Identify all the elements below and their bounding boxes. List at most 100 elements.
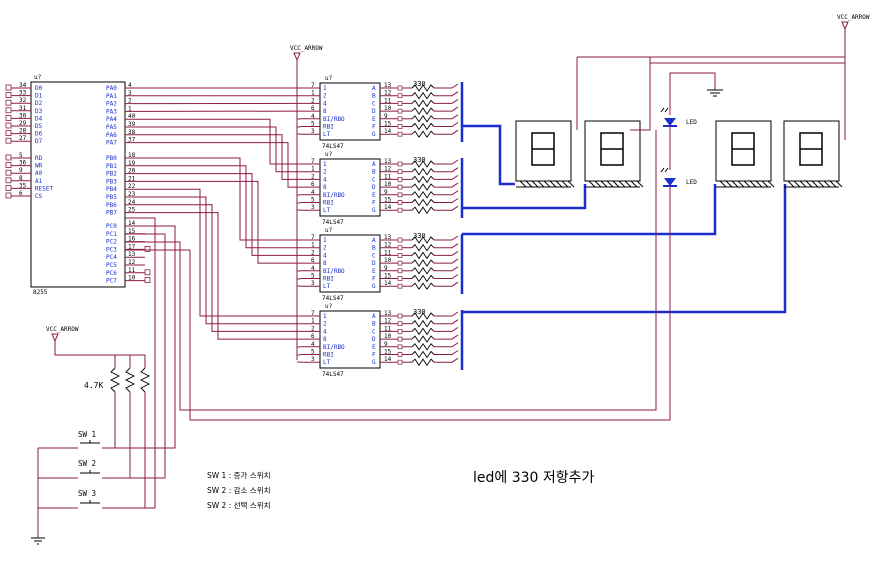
pin-terminal	[5, 162, 12, 169]
pin-name: LT	[323, 359, 331, 366]
resistor-value-label: 330	[413, 308, 426, 316]
pin-number: 10	[128, 275, 136, 282]
pin-number: 6	[311, 105, 315, 112]
pin-number: 34	[19, 82, 27, 89]
pin-name: RBI	[323, 352, 334, 359]
pin-name: A	[372, 237, 376, 244]
legend-line-2: SW 2 : 감소 스위치	[207, 485, 271, 495]
pin-name: F	[372, 352, 376, 359]
pin-terminal	[5, 184, 12, 191]
pin-name: PB1	[106, 163, 117, 170]
pin-terminal	[5, 122, 12, 129]
pin-name: RBI	[323, 200, 334, 207]
vcc-arrow-displays: VCC_ARROW	[576, 14, 870, 140]
pin-number: 10	[384, 333, 392, 340]
pin-number: 6	[311, 333, 315, 340]
pin-name: D	[372, 184, 376, 191]
pin-number: 37	[128, 137, 136, 144]
pin-name: B	[372, 93, 376, 100]
pin-name: CS	[35, 193, 43, 200]
pin-name: PA0	[106, 85, 117, 92]
pin-number: 7	[311, 310, 315, 317]
pin-name: A	[372, 85, 376, 92]
pin-terminal	[5, 154, 12, 161]
pin-name: F	[372, 200, 376, 207]
pin-name: D6	[35, 131, 43, 138]
pin-name: PA7	[106, 140, 117, 147]
pin-number: 13	[384, 310, 392, 317]
pin-name: D5	[35, 123, 43, 130]
pin-name: A1	[35, 178, 43, 185]
pin-name: G	[372, 283, 376, 290]
pin-number: 19	[128, 160, 136, 167]
pin-terminal	[5, 115, 12, 121]
pin-number: 12	[384, 166, 392, 173]
pin-number: 2	[311, 173, 315, 180]
pin-name: G	[372, 131, 376, 138]
main-chip-ref: u?	[34, 74, 42, 81]
pin-number: 9	[384, 113, 388, 120]
pin-number: 32	[19, 97, 27, 104]
pin-name: 1	[323, 85, 327, 92]
pin-terminal	[144, 277, 151, 284]
pin-name: A	[372, 161, 376, 168]
pin-terminal	[5, 177, 12, 184]
pin-number: 15	[384, 273, 392, 280]
pin-name: PC0	[106, 223, 117, 230]
pin-name: RBI	[323, 124, 334, 131]
pin-number: 11	[384, 249, 392, 256]
pin-number: 33	[19, 90, 27, 97]
pin-name: C	[372, 252, 376, 259]
resistor-value-label: 330	[413, 232, 426, 240]
pin-number: 4	[128, 82, 132, 89]
pin-name: LT	[323, 207, 331, 214]
decoder-ref: u?	[325, 75, 333, 82]
led-label: LED	[686, 179, 697, 186]
decoder-ref: u?	[325, 227, 333, 234]
pin-terminal	[5, 137, 12, 144]
pin-name: D3	[35, 108, 43, 115]
pullup-section: VCC_ARROW 4.7K SW 1 SW 2 SW 3	[31, 217, 176, 545]
port-wiring	[144, 87, 301, 340]
pin-name: D2	[35, 100, 43, 107]
pin-name: PC3	[106, 246, 117, 253]
pin-number: 36	[19, 160, 27, 167]
pin-name: 1	[323, 313, 327, 320]
pin-number: 25	[128, 207, 136, 214]
pin-name: BI/RBO	[323, 268, 345, 275]
pin-name: G	[372, 207, 376, 214]
pin-number: 3	[311, 356, 315, 363]
pin-name: RD	[35, 155, 43, 162]
pin-name: PA3	[106, 108, 117, 115]
vcc-label: VCC_ARROW	[290, 45, 323, 52]
pin-terminal	[5, 99, 12, 106]
pin-name: F	[372, 276, 376, 283]
pin-number: 5	[19, 152, 23, 159]
pin-number: 15	[384, 349, 392, 356]
pin-name: BI/RBO	[323, 116, 345, 123]
pin-name: 2	[323, 169, 327, 176]
pin-name: D	[372, 260, 376, 267]
pin-number: 13	[384, 234, 392, 241]
pin-number: 7	[311, 234, 315, 241]
main-chip-name: 8255	[33, 289, 48, 296]
seven-segment-displays	[515, 120, 843, 188]
pin-number: 12	[384, 318, 392, 325]
pin-name: D	[372, 336, 376, 343]
pin-name: PB7	[106, 210, 117, 217]
seven-segment-display	[783, 120, 843, 188]
pin-number: 13	[384, 158, 392, 165]
pin-number: 14	[384, 204, 392, 211]
pin-name: 8	[323, 184, 327, 191]
pin-name: LT	[323, 131, 331, 138]
pin-number: 6	[19, 190, 23, 197]
pin-number: 7	[311, 158, 315, 165]
pin-terminal	[5, 130, 12, 137]
pin-name: RBI	[323, 276, 334, 283]
pin-name: 4	[323, 176, 327, 183]
pin-number: 16	[128, 236, 136, 243]
